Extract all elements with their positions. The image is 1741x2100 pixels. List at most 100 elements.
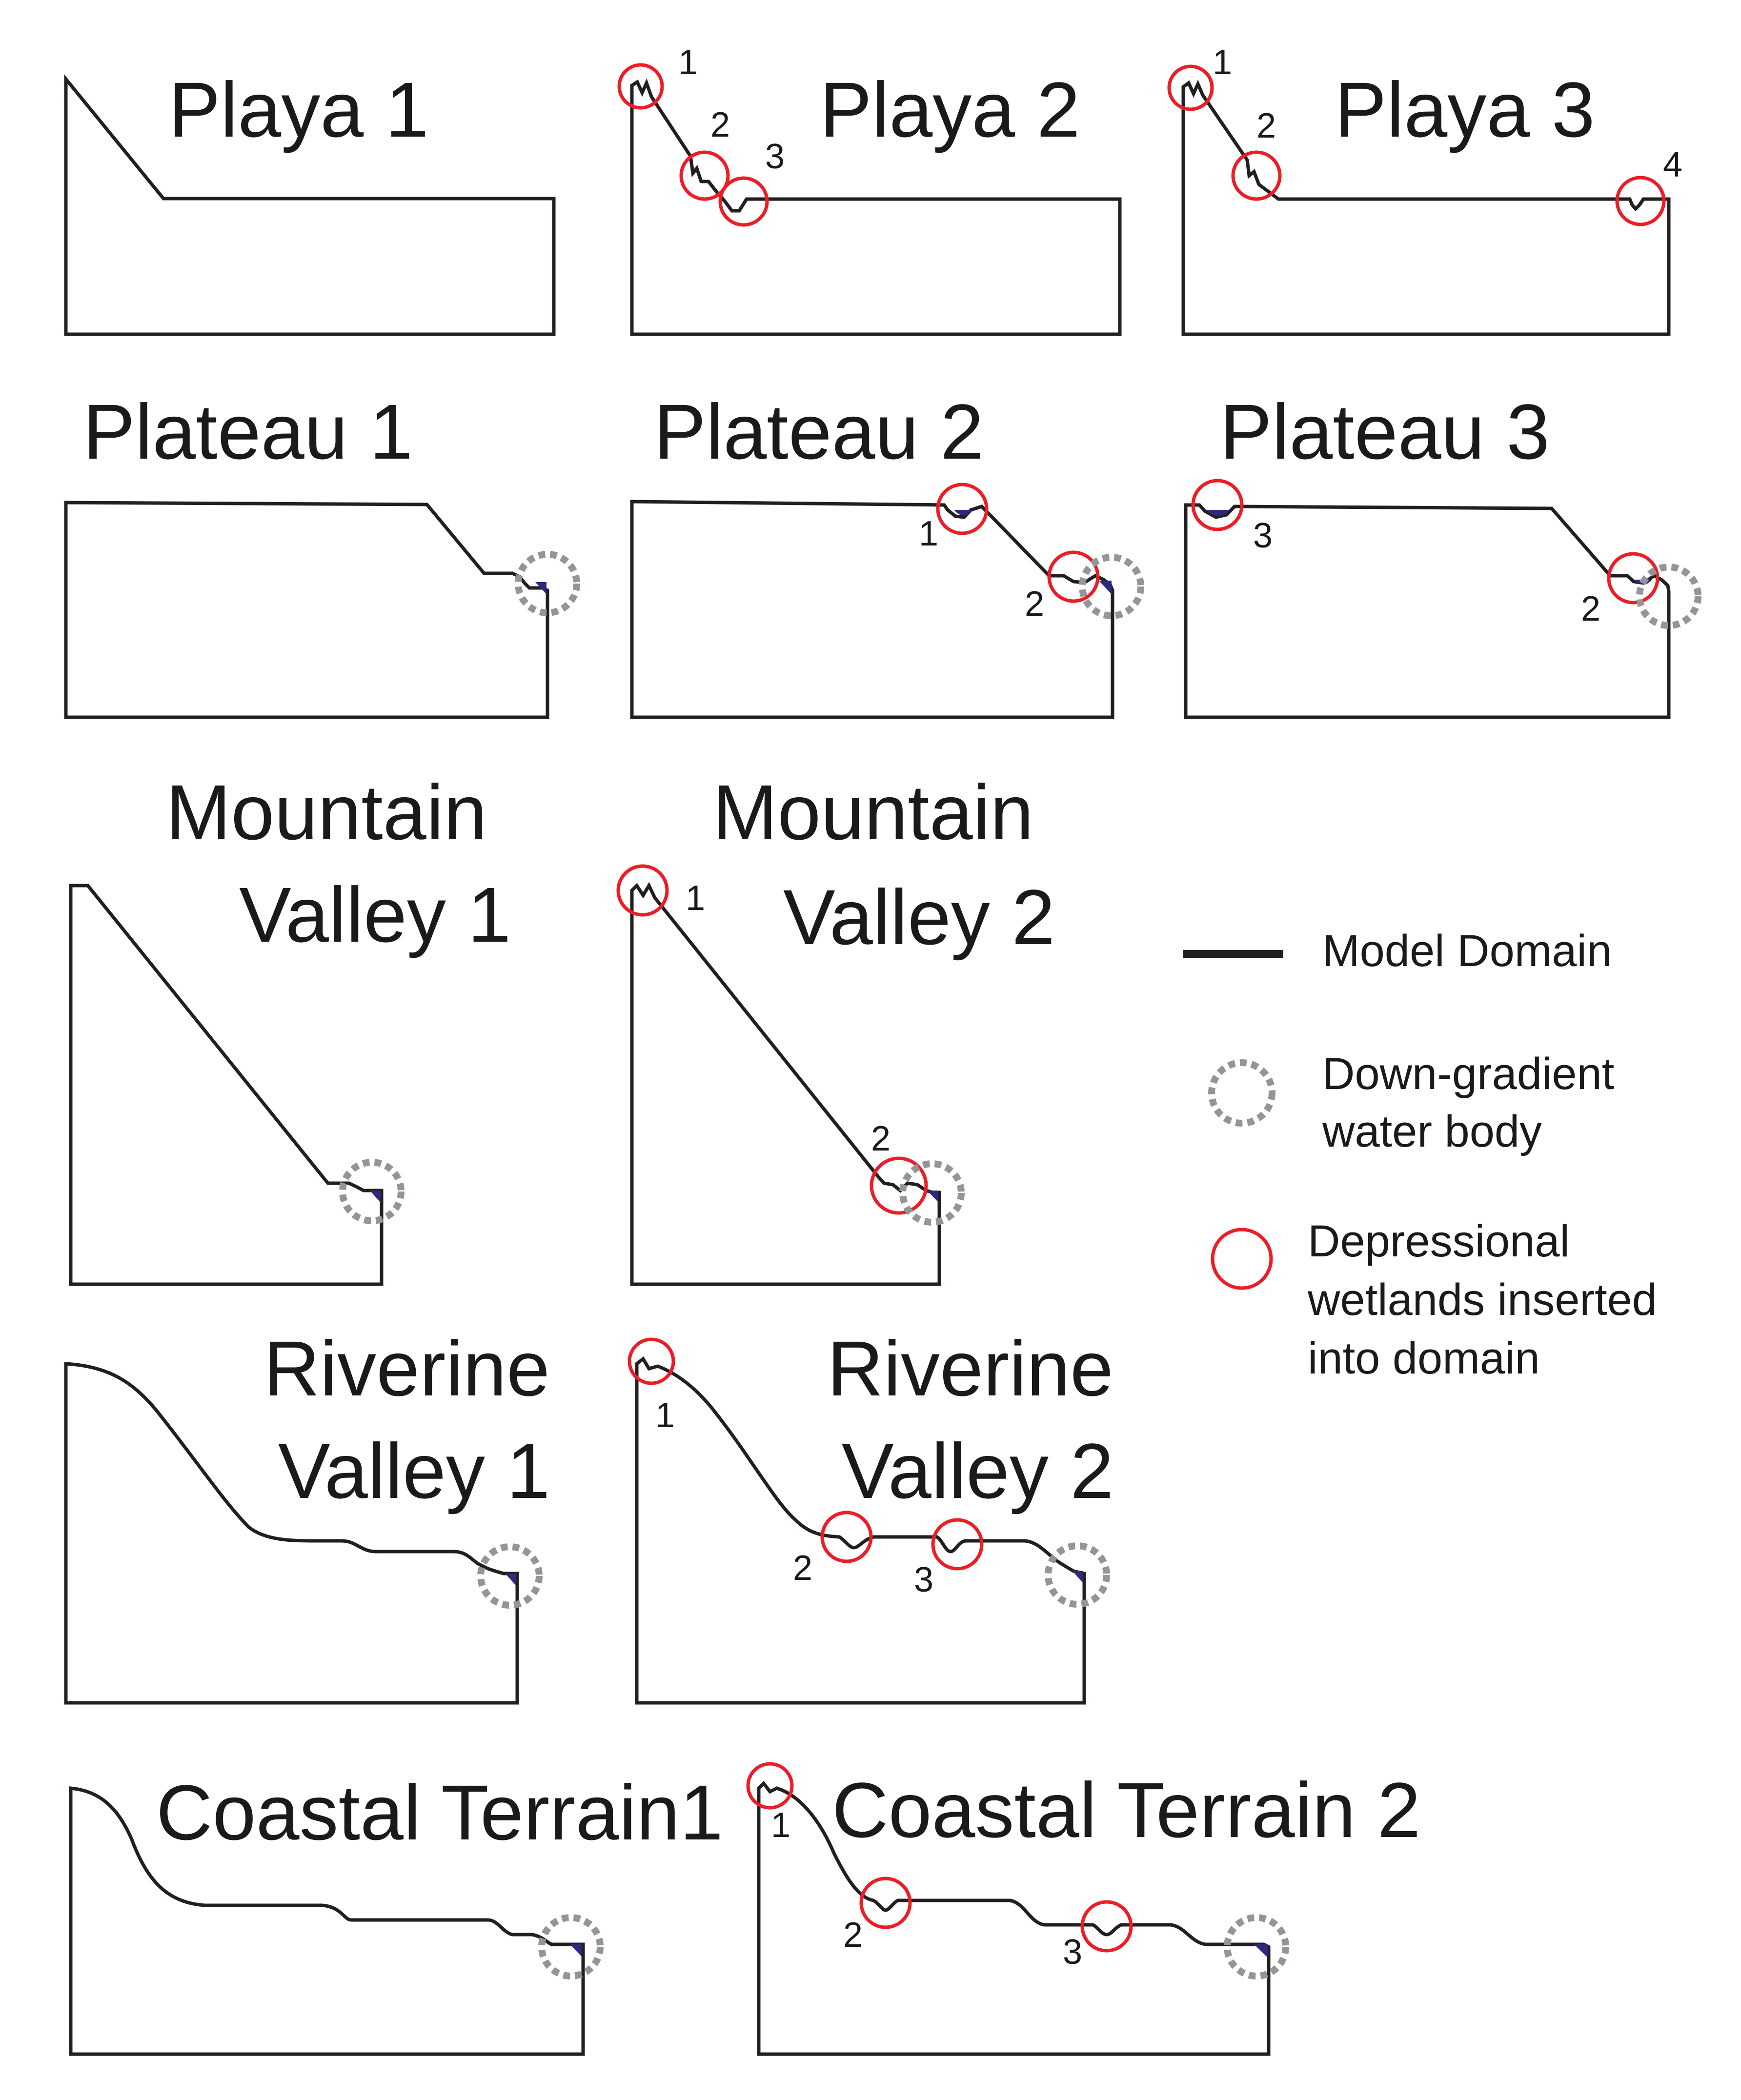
down-gradient-legend-icon [1208, 1059, 1275, 1127]
depressional-wetland-circle [1607, 552, 1660, 605]
panel-coastal-terrain-1: Coastal Terrain1 [69, 1769, 723, 2056]
down-gradient-water-body-circle [1636, 564, 1701, 629]
down-gradient-water-body-circle [1045, 1542, 1110, 1608]
depressional-wetland-legend-icon [1211, 1228, 1273, 1290]
panel-title: Coastal Terrain 2 [832, 1766, 1421, 1854]
model-domain-outline [1181, 80, 1671, 336]
wetland-label: 2 [871, 1119, 891, 1158]
panel-plateau-2: Plateau 2 1 2 [630, 388, 1144, 719]
wetland-label: 1 [686, 879, 705, 918]
water-body-fill [1207, 510, 1230, 516]
depressional-wetland-circle [746, 1762, 794, 1810]
panel-title: Coastal Terrain1 [156, 1769, 723, 1856]
depressional-wetland-circle [931, 1518, 984, 1571]
legend: Model Domain Down-gradient water body De… [1183, 926, 1657, 1383]
wetland-label: 3 [1063, 1933, 1082, 1972]
wetland-label: 3 [1253, 516, 1273, 555]
water-body-fill [535, 582, 547, 594]
panel-title-line-2: Valley 2 [783, 873, 1055, 961]
panel-title-line-2: Valley 2 [842, 1427, 1113, 1514]
wetland-label: 3 [914, 1560, 933, 1599]
depressional-wetland-circle [820, 1511, 873, 1563]
panel-riverine-valley-1: Riverine Valley 1 [64, 1325, 550, 1705]
down-gradient-water-body-circle [477, 1543, 543, 1609]
depressional-wetland-circle [1080, 1900, 1133, 1953]
model-domain-outline [64, 1362, 519, 1705]
depressional-wetland-circle [718, 176, 769, 227]
wetland-label: 1 [678, 43, 698, 82]
water-body-fill [505, 1574, 516, 1586]
legend-down-gradient-line-2: water body [1322, 1107, 1542, 1156]
water-body-fill [927, 1191, 938, 1202]
model-domain-outline [635, 1356, 1086, 1705]
panel-title: Playa 2 [820, 66, 1080, 153]
water-body-fill [370, 1191, 381, 1203]
panel-title-line-1: Riverine [827, 1325, 1113, 1412]
water-body-fill [570, 1944, 582, 1957]
depressional-wetland-circle [679, 150, 730, 201]
water-body-fill [1254, 1944, 1268, 1958]
wetland-label: 2 [843, 1916, 863, 1955]
wetland-label: 2 [1256, 106, 1276, 145]
down-gradient-water-body-circle [538, 1914, 604, 1979]
wetland-label: 4 [1663, 145, 1682, 184]
depressional-wetland-circle [936, 483, 989, 535]
wetland-label: 2 [1025, 585, 1044, 624]
wetland-label: 2 [710, 105, 730, 144]
legend-depressional-line-1: Depressional [1308, 1216, 1570, 1266]
panel-title: Plateau 2 [654, 388, 984, 475]
water-body-fill [1099, 581, 1112, 594]
wetland-label: 1 [771, 1806, 790, 1845]
down-gradient-water-body-circle [1079, 554, 1144, 619]
model-domain-outline [69, 1786, 585, 2056]
panel-playa-2: 1 2 3 Playa 2 [617, 43, 1122, 336]
panel-title-line-1: Mountain [166, 768, 487, 856]
down-gradient-water-body-circle [899, 1160, 965, 1226]
panel-playa-3: 1 2 4 Playa 3 [1167, 43, 1682, 336]
panel-title-line-1: Mountain [712, 768, 1033, 856]
depressional-wetland-circle [1615, 176, 1666, 226]
panel-plateau-1: Plateau 1 [64, 388, 580, 719]
panel-title-line-2: Valley 1 [239, 871, 511, 958]
depressional-wetland-circle [1047, 550, 1100, 603]
model-domain-outline [630, 78, 1122, 336]
wetland-label: 2 [793, 1549, 812, 1588]
down-gradient-water-body-circle [1224, 1914, 1289, 1979]
panel-title-line-1: Riverine [263, 1325, 550, 1412]
model-domain-outline [64, 74, 556, 336]
wetland-label: 3 [765, 137, 785, 176]
down-gradient-water-body-circle [339, 1159, 405, 1224]
down-gradient-water-body-circle [515, 551, 580, 616]
panel-title: Plateau 3 [1220, 388, 1550, 475]
panel-title: Playa 3 [1335, 66, 1595, 153]
legend-depressional-line-2: wetlands inserted [1307, 1275, 1657, 1325]
panel-plateau-3: Plateau 3 3 2 [1184, 388, 1701, 719]
panel-title-line-2: Valley 1 [278, 1427, 550, 1514]
depressional-wetland-circle [1191, 479, 1244, 531]
legend-down-gradient-line-1: Down-gradient [1322, 1049, 1614, 1099]
panel-title: Plateau 1 [83, 388, 413, 475]
wetland-label: 1 [655, 1396, 675, 1435]
legend-model-domain: Model Domain [1322, 926, 1612, 976]
wetland-label: 1 [919, 514, 938, 553]
panel-coastal-terrain-2: Coastal Terrain 2 1 2 3 [746, 1762, 1421, 2056]
wetland-label: 1 [1213, 43, 1232, 82]
model-domain-outline [630, 500, 1114, 719]
panel-title: Playa 1 [168, 66, 429, 153]
panel-mountain-valley-1: Mountain Valley 1 [69, 768, 511, 1286]
panel-mountain-valley-2: Mountain Valley 2 1 2 [616, 768, 1055, 1286]
depressional-wetland-circle [859, 1877, 912, 1929]
wetland-label: 2 [1581, 589, 1600, 628]
model-domain-outline [1184, 503, 1671, 719]
depressional-wetland-circle [1231, 150, 1282, 201]
model-domain-outline [64, 501, 549, 719]
depressional-wetland-circle [617, 63, 664, 110]
water-body-fill [954, 510, 972, 516]
panel-riverine-valley-2: Riverine Valley 2 1 2 3 [628, 1325, 1113, 1705]
depressional-wetland-circle [628, 1337, 675, 1385]
panel-playa-1: Playa 1 [64, 66, 556, 336]
legend-depressional-line-3: into domain [1308, 1333, 1540, 1383]
depressional-wetland-circle [870, 1156, 928, 1215]
model-domain-outline [757, 1780, 1271, 2056]
